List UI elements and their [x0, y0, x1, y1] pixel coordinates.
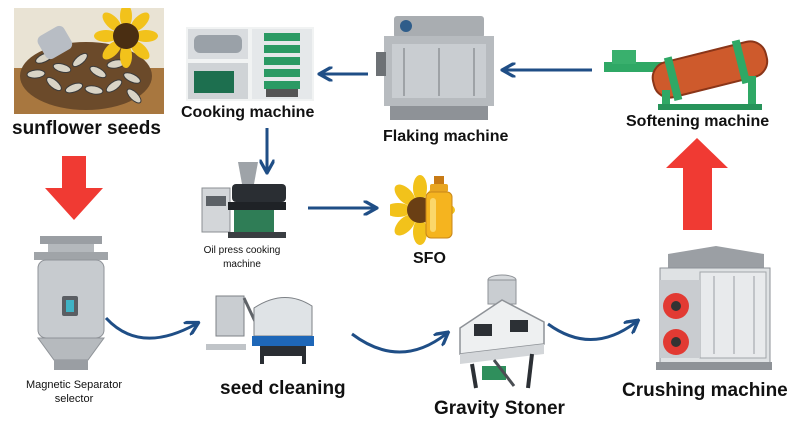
arrow-crushing-to-softening — [666, 138, 728, 230]
label-magnetic-line2: selector — [54, 393, 94, 405]
sunflower-seeds-photo — [14, 8, 164, 114]
label-sunflower-seeds: sunflower seeds — [12, 118, 161, 139]
label-magnetic-separator: Magnetic Separator selector — [12, 378, 136, 406]
oil-press-photo — [198, 156, 290, 242]
flaking-machine-photo — [374, 12, 504, 126]
arrow-seeds-to-magnetic — [45, 156, 103, 220]
label-oil-press: Oil press cooking machine — [195, 244, 289, 272]
label-gravity-stoner: Gravity Stoner — [434, 398, 565, 419]
softening-machine-photo — [598, 30, 774, 112]
seed-cleaner-photo — [204, 288, 324, 366]
label-oil-press-line1: Oil press cooking — [203, 245, 281, 256]
label-oil-press-line2: machine — [223, 259, 261, 270]
crushing-machine-photo — [654, 244, 774, 374]
label-crushing-machine: Crushing machine — [622, 380, 788, 401]
label-magnetic-line1: Magnetic Separator — [26, 379, 122, 391]
label-flaking-machine: Flaking machine — [383, 128, 509, 145]
label-seed-cleaning: seed cleaning — [220, 378, 346, 399]
sfo-bottle-photo — [390, 170, 470, 246]
cooking-machine-photo — [186, 27, 314, 101]
arrow-magnetic-to-cleaning — [104, 316, 196, 340]
gravity-stoner-photo — [452, 270, 552, 390]
arrow-stoner-to-crushing — [547, 322, 636, 341]
arrow-cleaning-to-stoner — [351, 334, 446, 354]
label-softening-machine: Softening machine — [626, 113, 770, 130]
label-cooking-machine: Cooking machine — [181, 104, 315, 121]
label-sfo: SFO — [413, 250, 446, 267]
magnetic-separator-photo — [32, 232, 110, 374]
